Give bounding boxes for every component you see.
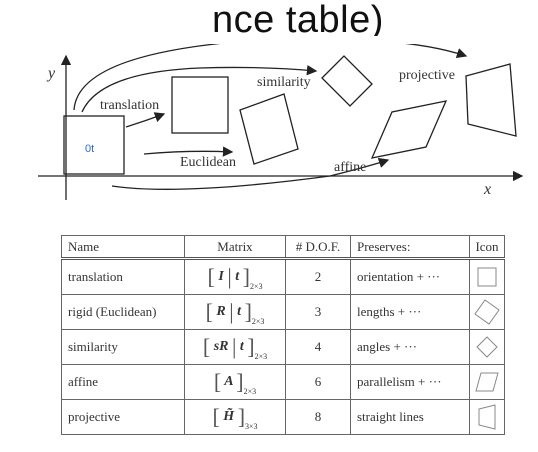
- row-matrix: [ R | t ]2×3: [184, 294, 286, 330]
- square-icon: [477, 267, 497, 287]
- origin-handwritten-mark: 0t: [85, 143, 94, 155]
- label-euclidean: Euclidean: [180, 155, 236, 170]
- row-preserves: straight lines: [350, 399, 470, 435]
- header-icon: Icon: [469, 235, 505, 260]
- header-matrix: Matrix: [184, 235, 286, 260]
- arrow-similarity: [81, 65, 318, 113]
- row-preserves: angles + ···: [350, 329, 470, 365]
- arrow-affine: [111, 157, 390, 190]
- row-dof: 6: [285, 364, 351, 400]
- row-matrix: [ H̃ ]3×3: [184, 399, 286, 435]
- trapezoid-icon: [478, 404, 496, 430]
- x-axis-label: x: [483, 181, 491, 198]
- row-matrix: [ A ]2×3: [184, 364, 286, 400]
- row-icon-cell: [469, 329, 505, 365]
- row-dof: 4: [285, 329, 351, 365]
- y-axis-label: y: [46, 65, 56, 82]
- row-icon-cell: [469, 258, 505, 295]
- row-dof: 2: [285, 258, 351, 295]
- row-preserves: parallelism + ···: [350, 364, 470, 400]
- label-translation: translation: [100, 98, 159, 113]
- slide-title: nce table): [212, 0, 384, 41]
- transformations-table: Name Matrix # D.O.F. Preserves: Icon tra…: [61, 235, 505, 435]
- euclidean-square: [239, 93, 299, 165]
- row-name: rigid (Euclidean): [61, 294, 185, 330]
- row-icon-cell: [469, 364, 505, 400]
- arrow-euclidean: [143, 146, 234, 157]
- rotated-square-icon: [474, 299, 500, 325]
- row-name: similarity: [61, 329, 185, 365]
- transformations-diagram: y x 0t translation similarity projective…: [38, 38, 524, 200]
- row-name: projective: [61, 399, 185, 435]
- similarity-square: [321, 55, 373, 107]
- row-matrix: [ I | t ]2×3: [184, 258, 286, 295]
- row-preserves: lengths + ···: [350, 294, 470, 330]
- row-dof: 3: [285, 294, 351, 330]
- label-projective: projective: [399, 68, 455, 83]
- row-preserves: orientation + ···: [350, 258, 470, 295]
- row-matrix: [ sR | t ]2×3: [184, 329, 286, 365]
- table-row: translation [ I | t ]2×3 2 orientation +…: [61, 258, 505, 295]
- table-row: affine [ A ]2×3 6 parallelism + ···: [61, 364, 505, 400]
- translated-square: [171, 76, 229, 134]
- row-name: translation: [61, 258, 185, 295]
- small-diamond-icon: [476, 336, 498, 358]
- row-name: affine: [61, 364, 185, 400]
- parallelogram-icon: [475, 372, 499, 392]
- title-crop-band: [0, 36, 538, 44]
- table-row: rigid (Euclidean) [ R | t ]2×3 3 lengths…: [61, 294, 505, 330]
- label-similarity: similarity: [257, 75, 311, 90]
- row-icon-cell: [469, 294, 505, 330]
- table-row: similarity [ sR | t ]2×3 4 angles + ···: [61, 329, 505, 365]
- table-row: projective [ H̃ ]3×3 8 straight lines: [61, 399, 505, 435]
- table-header-row: Name Matrix # D.O.F. Preserves: Icon: [61, 235, 505, 260]
- arrow-translation: [125, 112, 166, 128]
- row-dof: 8: [285, 399, 351, 435]
- original-square: [63, 115, 125, 175]
- header-dof: # D.O.F.: [285, 235, 351, 260]
- header-preserves: Preserves:: [350, 235, 470, 260]
- row-icon-cell: [469, 399, 505, 435]
- projective-quad: [465, 63, 517, 137]
- header-name: Name: [61, 235, 185, 260]
- label-affine: affine: [334, 160, 366, 175]
- affine-parallelogram: [370, 100, 448, 159]
